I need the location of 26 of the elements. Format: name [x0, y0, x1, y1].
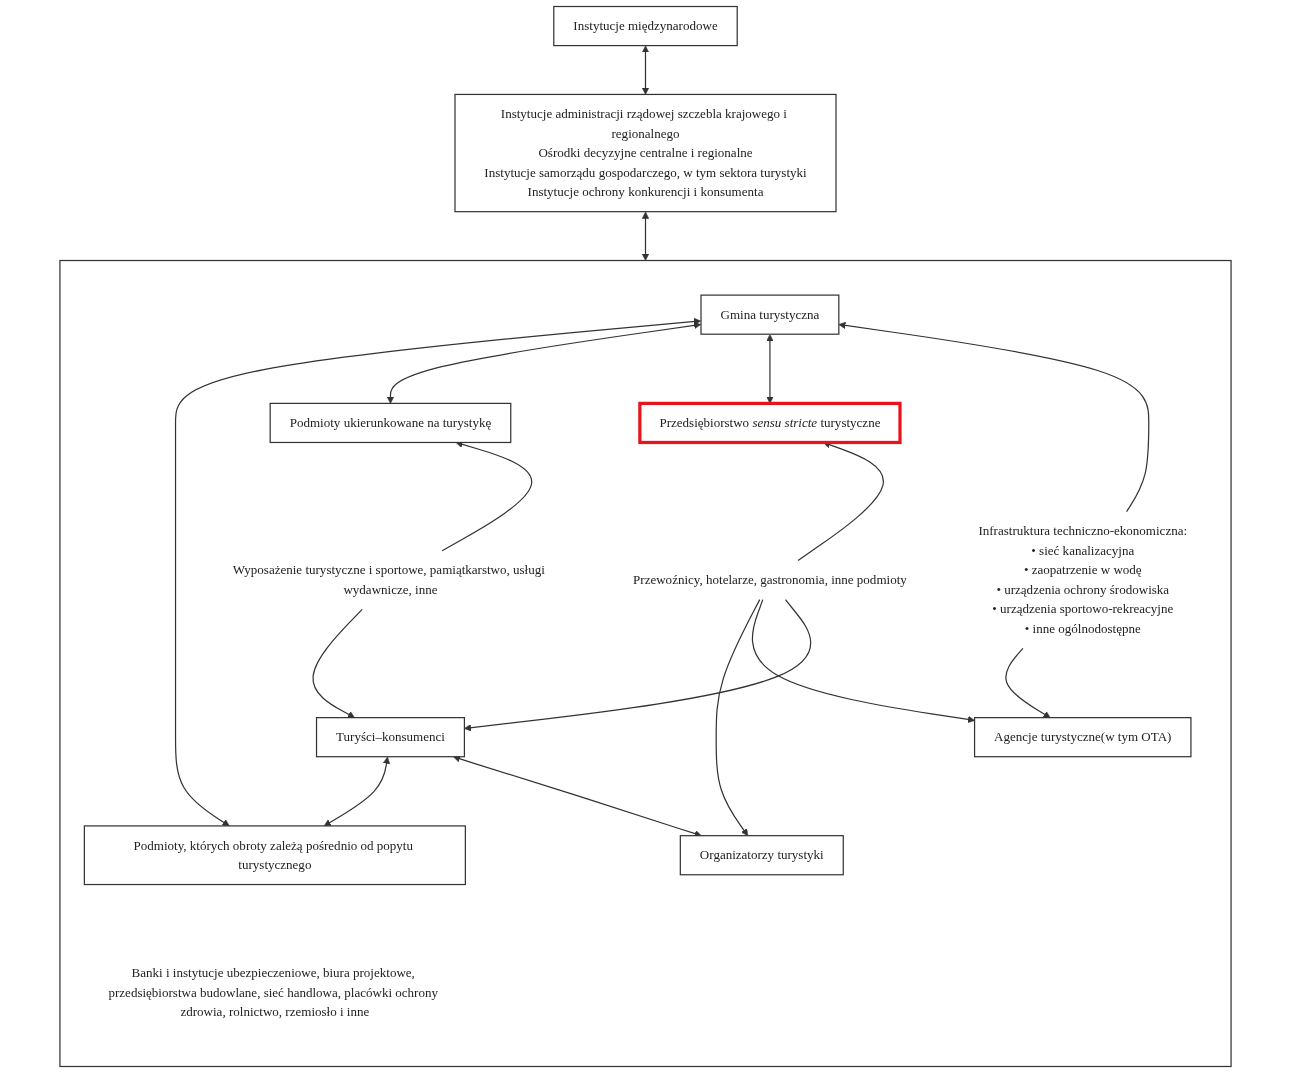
node-text: Wyposażenie turystyczne i sportowe, pamiątkarstwo, usługi wydawnicze, inne	[232, 562, 545, 597]
cluster	[59, 259, 1232, 1068]
node-box: Instytucje administracji rządowej szczebla krajowego i regionalnego Ośrodki decyzyjne centralne i regionalne Instytucje samorządu gospodarczego, w tym sektora turystyki Instytucje ochrony konkurencji i konsumenta	[454, 93, 837, 213]
node-text: Banki i instytucje ubezpieczeniowe, biura projektowe, przedsiębiorstwa budowlane, sieć handlowa, placówki ochrony zdrowia, rolnictwo, rzemiosło i inne	[108, 965, 438, 1019]
arrow	[1005, 647, 1051, 718]
arrow	[641, 211, 650, 261]
arrow	[751, 599, 975, 723]
node-box: Przedsiębiorstwo sensu stricte turystyczne	[638, 401, 902, 445]
arrow	[715, 599, 761, 836]
arrow	[174, 318, 701, 827]
node-box: Gmina turystyczna	[700, 294, 840, 335]
node-text: Infrastruktura techniczno-ekonomiczna: • sieć kanalizacyjna • zaopatrzenie w wodę • urządzenia ochrony środowiska • urządzenia sportowo-rekreacyjne • inne ogólnodostępne	[978, 523, 1188, 636]
arrow	[766, 334, 774, 404]
arrow	[386, 321, 701, 404]
arrow	[641, 45, 650, 95]
node-text: Przewoźnicy, hotelarze, gastronomia, inne podmioty	[633, 572, 907, 587]
arrow	[838, 321, 1150, 513]
arrow	[312, 608, 363, 718]
arrow	[464, 599, 812, 732]
node-box: Agencje turystyczne(w tym OTA)	[973, 717, 1192, 758]
arrow	[323, 756, 391, 827]
node-box: Podmioty ukierunkowane na turystykę	[269, 402, 512, 444]
node-box: Podmioty, których obroty zależą pośrednio od popytu turystycznego	[83, 825, 466, 886]
node-box: Instytucje międzynarodowe	[553, 5, 738, 47]
node-box: Organizatorzy turystyki	[679, 835, 844, 876]
node-box: Turyści–konsumenci	[315, 717, 465, 758]
